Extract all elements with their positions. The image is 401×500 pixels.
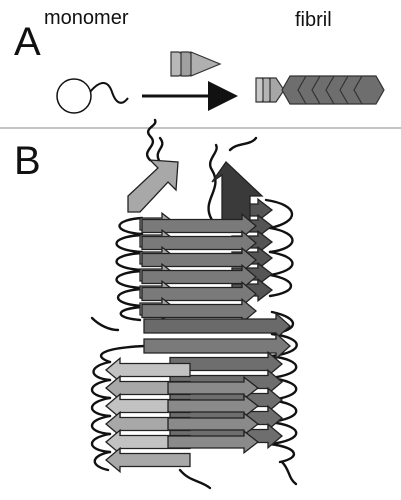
- fibril-label: fibril: [295, 9, 332, 31]
- beta-strand: [167, 429, 260, 455]
- fibril-stack: [255, 75, 385, 105]
- panel-a-letter: A: [14, 20, 41, 64]
- beta-strand: [167, 411, 260, 437]
- oligomer-triangles: [170, 51, 222, 77]
- beta-strand: [141, 229, 258, 257]
- beta-strand: [167, 375, 260, 401]
- monomer-coil: [56, 78, 129, 114]
- beta-strand: [141, 297, 258, 325]
- panel-b-letter: B: [14, 139, 41, 183]
- fibril-loops: [90, 118, 298, 490]
- beta-strand: [141, 263, 258, 291]
- beta-strand: [141, 280, 258, 308]
- monomer-label: monomer: [44, 7, 129, 29]
- beta-strands: [104, 159, 291, 474]
- beta-strand: [167, 393, 260, 419]
- beta-strand: [211, 161, 264, 221]
- beta-strand: [141, 212, 258, 240]
- beta-strand: [143, 311, 291, 341]
- beta-strand: [104, 446, 191, 474]
- beta-strand: [104, 356, 191, 384]
- beta-strand: [143, 331, 291, 361]
- beta-strand: [127, 159, 179, 213]
- beta-strand: [141, 246, 258, 274]
